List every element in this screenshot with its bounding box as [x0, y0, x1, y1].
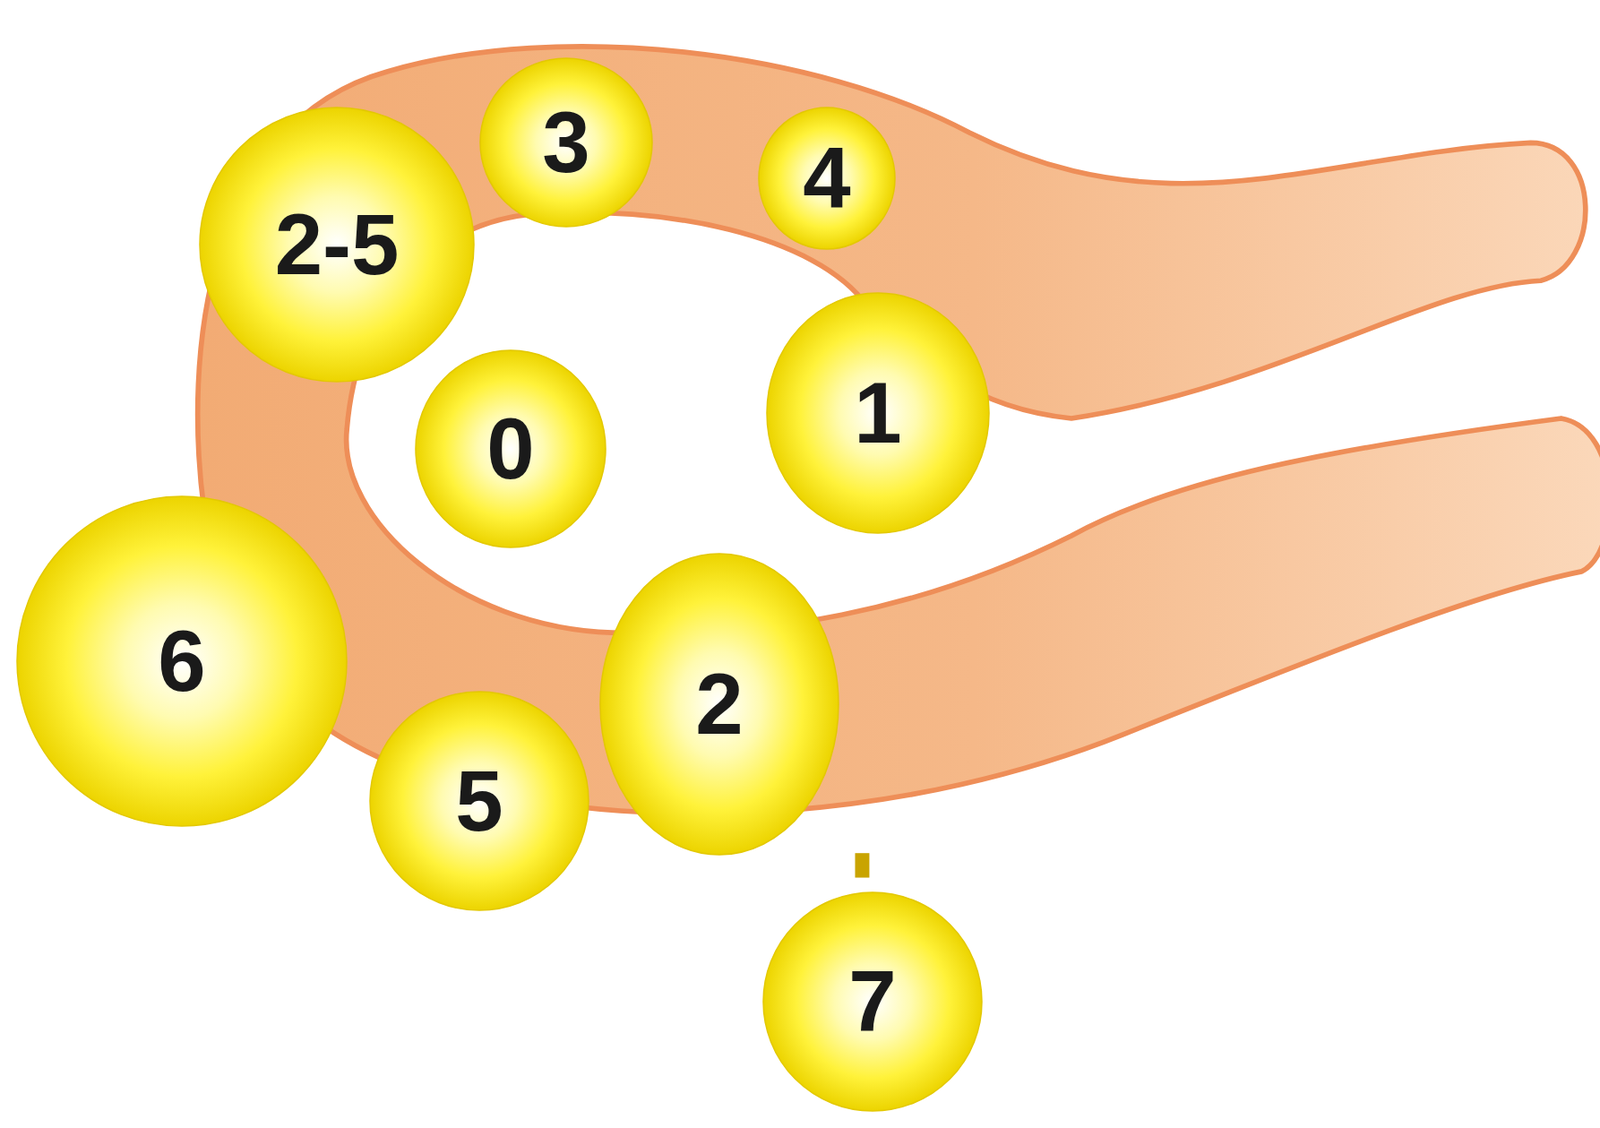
node-stalk: [854, 852, 869, 878]
station-number: 3: [541, 99, 590, 186]
lymph-node-circle: 7: [762, 891, 983, 1112]
node-ellipse: [17, 496, 347, 826]
station-number: 2: [695, 661, 743, 748]
lymph-node-circle: 2-5: [198, 106, 475, 383]
node-ellipse: [415, 350, 606, 548]
node-ellipse: [199, 107, 474, 382]
node-ellipse: [766, 292, 990, 534]
station-number: 5: [455, 757, 503, 844]
lymph-node-circle: 1: [765, 292, 990, 534]
lymph-node-circle: 6: [16, 495, 348, 827]
lymph-node-circle: 3: [479, 57, 654, 228]
station-number: 6: [157, 618, 206, 705]
lymph-node-circle: 4: [757, 106, 896, 250]
station-number: 4: [802, 135, 851, 222]
node-ellipse: [480, 58, 653, 227]
station-number: 2-5: [275, 201, 400, 288]
node-ellipse: [369, 691, 589, 911]
station-number: 1: [853, 369, 902, 456]
node-ellipse: [763, 892, 982, 1111]
node-ellipse: [600, 553, 839, 855]
station-number: 0: [486, 405, 534, 492]
lymph-node-circle: 2: [599, 552, 840, 856]
node-ellipse: [758, 107, 895, 250]
lymph-node-circle: 5: [369, 690, 590, 912]
lymph-node-circle: 0: [414, 349, 607, 549]
station-number: 7: [848, 958, 896, 1045]
duct-band: [197, 46, 1600, 814]
